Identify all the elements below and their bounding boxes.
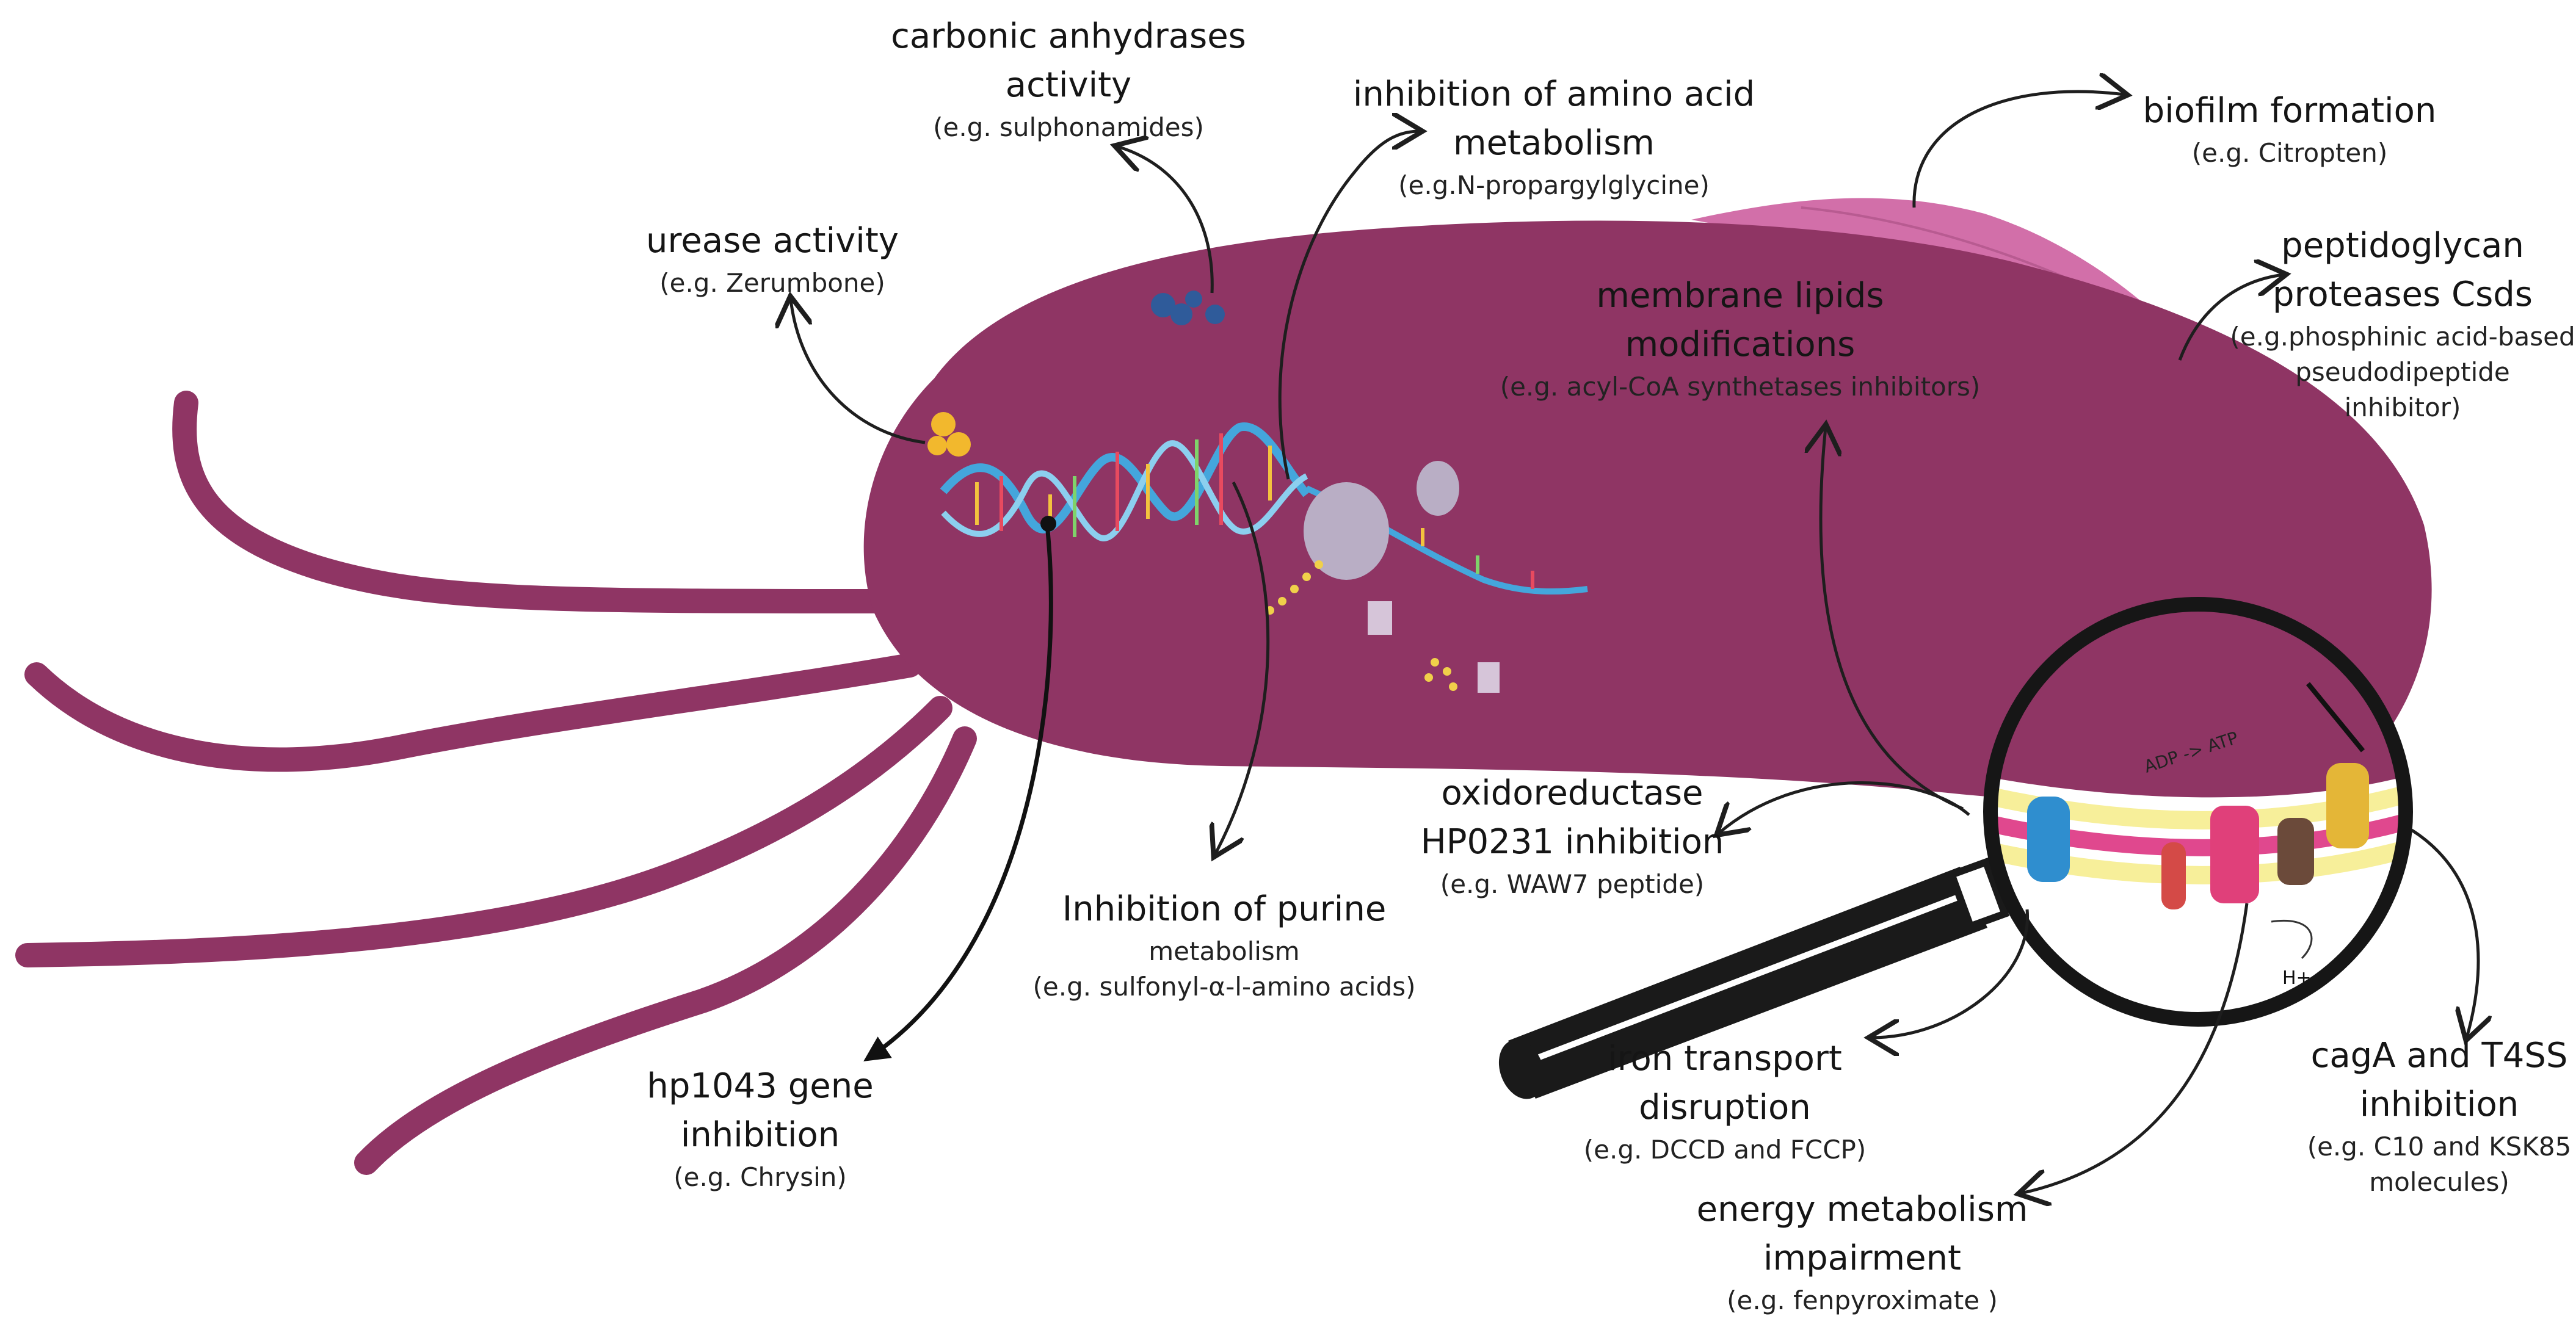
purine-example: (e.g. sulfonyl-α-l-amino acids) bbox=[1032, 972, 1416, 1002]
carbonic-title-line2: activity bbox=[1005, 65, 1132, 105]
amino-title-line2: metabolism bbox=[1453, 123, 1655, 163]
iron-title-line1: iron transport bbox=[1608, 1039, 1842, 1079]
peptido-title-line2: proteases Csds bbox=[2273, 275, 2533, 314]
peptido-title-line1: peptidoglycan bbox=[2281, 226, 2524, 266]
carbonic-example: (e.g. sulphonamides) bbox=[933, 112, 1204, 142]
hp1043-anchor-dot bbox=[1040, 516, 1056, 532]
energy-title-line1: energy metabolism bbox=[1696, 1190, 2028, 1229]
magnifier-ring bbox=[1983, 597, 2413, 1027]
flagellum-2 bbox=[24, 653, 922, 772]
trna-2 bbox=[1478, 662, 1500, 693]
magnifier-handle bbox=[1498, 857, 2010, 1099]
label-urease-activity: urease activity (e.g. Zerumbone) bbox=[646, 217, 899, 301]
membrane-title-line1: membrane lipids bbox=[1596, 276, 1884, 316]
carbonic-title-line1: carbonic anhydrases bbox=[891, 16, 1246, 56]
oxido-example: (e.g. WAW7 peptide) bbox=[1440, 869, 1705, 899]
arrow-cagA bbox=[2411, 828, 2478, 1038]
flagellum-3 bbox=[15, 696, 952, 967]
cell-body bbox=[863, 220, 2432, 803]
amino-title-line1: inhibition of amino acid bbox=[1352, 74, 1755, 114]
urease-molecule bbox=[927, 412, 971, 457]
iron-example: (e.g. DCCD and FCCP) bbox=[1583, 1135, 1867, 1165]
membrane-example: (e.g. acyl-CoA synthetases inhibitors) bbox=[1500, 372, 1981, 402]
cagA-example-line2: molecules) bbox=[2369, 1167, 2509, 1197]
label-carbonic-anhydrases: carbonic anhydrases activity (e.g. sulph… bbox=[891, 12, 1246, 145]
purine-sub-metabolism: metabolism bbox=[1148, 936, 1300, 966]
energy-example: (e.g. fenpyroximate ) bbox=[1727, 1285, 1998, 1315]
trna-1 bbox=[1368, 601, 1392, 635]
cagA-title-line1: cagA and T4SS bbox=[2310, 1036, 2568, 1075]
label-iron-transport: iron transport disruption (e.g. DCCD and… bbox=[1584, 1035, 1867, 1168]
arrow-iron bbox=[1871, 909, 2029, 1038]
biofilm-example: (e.g. Citropten) bbox=[2191, 138, 2388, 168]
amino-example: (e.g.N-propargylglycine) bbox=[1398, 170, 1710, 200]
membrane-proteins bbox=[2027, 763, 2369, 909]
ribosome-small bbox=[1304, 482, 1389, 580]
label-purine-metabolism: Inhibition of purine metabolism (e.g. su… bbox=[1033, 885, 1416, 1005]
flagella bbox=[15, 391, 977, 1175]
label-membrane-lipids: membrane lipids modifications (e.g. acyl… bbox=[1500, 272, 1981, 405]
label-hp1043-gene: hp1043 gene inhibition (e.g. Chrysin) bbox=[647, 1062, 873, 1195]
hp1043-example: (e.g. Chrysin) bbox=[673, 1162, 847, 1192]
arrow-membrane bbox=[1821, 427, 1964, 811]
urease-example: (e.g. Zerumbone) bbox=[659, 268, 885, 298]
peptido-example-line3: inhibitor) bbox=[2344, 392, 2461, 422]
hp1043-title-line1: hp1043 gene bbox=[647, 1066, 874, 1106]
lens-interior: ADP -> ATP H+ bbox=[1990, 604, 2406, 1019]
ribosome-detached bbox=[1417, 461, 1459, 516]
urease-title: urease activity bbox=[646, 221, 899, 261]
label-biofilm-formation: biofilm formation (e.g. Citropten) bbox=[2143, 87, 2437, 171]
cagA-title-line2: inhibition bbox=[2359, 1085, 2519, 1124]
label-oxidoreductase: oxidoreductase HP0231 inhibition (e.g. W… bbox=[1421, 769, 1724, 902]
dna-strand-b bbox=[941, 440, 1308, 541]
label-energy-metabolism: energy metabolism impairment (e.g. fenpy… bbox=[1697, 1185, 2028, 1318]
oxido-title-line1: oxidoreductase bbox=[1441, 773, 1703, 813]
iron-title-line2: disruption bbox=[1639, 1088, 1811, 1127]
flagellum-4 bbox=[354, 726, 977, 1175]
arrow-biofilm bbox=[1912, 92, 2125, 208]
hp1043-title-line2: inhibition bbox=[680, 1115, 840, 1155]
carbonic-anhydrase-molecule bbox=[1151, 291, 1225, 325]
energy-title-line2: impairment bbox=[1763, 1238, 1962, 1278]
arrow-urease bbox=[791, 299, 926, 444]
cagA-example-line1: (e.g. C10 and KSK85 bbox=[2307, 1132, 2572, 1162]
arrow-peptido bbox=[2178, 275, 2284, 361]
membrane-title-line2: modifications bbox=[1625, 325, 1856, 364]
label-peptidoglycan-proteases: peptidoglycan proteases Csds (e.g.phosph… bbox=[2230, 222, 2575, 425]
flagellum-1 bbox=[172, 391, 910, 613]
arrow-amino bbox=[1278, 131, 1420, 480]
peptido-example-line2: pseudodipeptide bbox=[2295, 357, 2510, 387]
arrow-oxido bbox=[1719, 781, 1970, 833]
arrow-carbonic bbox=[1117, 146, 1214, 294]
annotation-arrows bbox=[791, 92, 2478, 1193]
label-amino-acid-metabolism: inhibition of amino acid metabolism (e.g… bbox=[1353, 70, 1755, 203]
biofilm-title: biofilm formation bbox=[2142, 91, 2437, 131]
arrow-energy bbox=[2021, 903, 2249, 1193]
arrow-hp1043 bbox=[863, 524, 1053, 1061]
ribosome bbox=[1266, 461, 1500, 693]
purine-title: Inhibition of purine bbox=[1062, 889, 1387, 929]
peptido-example-line1: (e.g.phosphinic acid-based bbox=[2230, 322, 2575, 352]
label-cagA-T4SS: cagA and T4SS inhibition (e.g. C10 and K… bbox=[2307, 1032, 2572, 1200]
arrow-purine bbox=[1215, 481, 1270, 855]
oxido-title-line2: HP0231 inhibition bbox=[1420, 822, 1724, 862]
